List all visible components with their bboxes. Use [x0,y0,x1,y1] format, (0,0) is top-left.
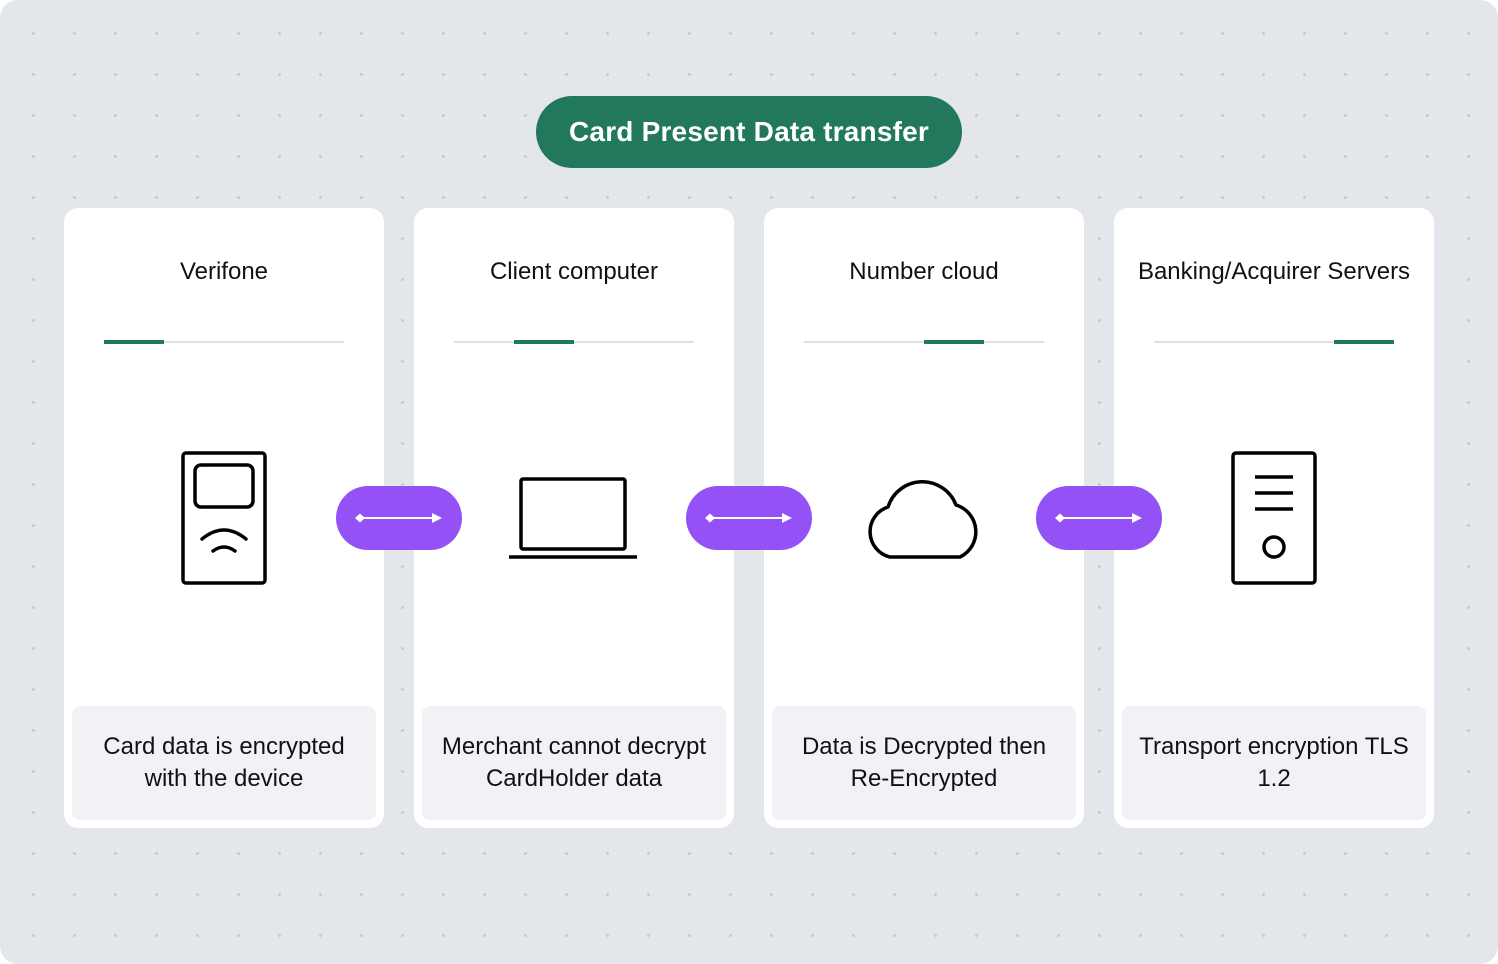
connector-cloud-to-servers [1036,486,1162,550]
cloud-icon [764,438,1084,598]
stage-card-client-computer: Client computer Merchant cannot decrypt … [414,208,734,828]
stage-card-number-cloud: Number cloud Data is Decrypted then Re-E… [764,208,1084,828]
connector-verifone-to-client [336,486,462,550]
diagram-title: Card Present Data transfer [536,96,962,168]
stage-title: Client computer [489,258,659,285]
stage-title: Number cloud [849,258,999,285]
stage-title: Banking/Acquirer Servers [1137,258,1411,285]
stage-divider-accent [1334,340,1394,344]
connector-client-to-cloud [686,486,812,550]
stage-description: Transport encryption TLS 1.2 [1122,706,1426,820]
stage-divider-accent [104,340,164,344]
arrow-right-icon [1055,513,1142,523]
stage-description: Merchant cannot decrypt CardHolder data [422,706,726,820]
stage-description: Card data is encrypted with the device [72,706,376,820]
arrow-right-icon [705,513,792,523]
stage-card-banking-servers: Banking/Acquirer Servers Transport encry… [1114,208,1434,828]
stage-divider [454,340,694,344]
stage-card-verifone: Verifone Card data is encrypted with the… [64,208,384,828]
stage-divider-accent [924,340,984,344]
stage-divider [1154,340,1394,344]
arrow-right-icon [355,513,442,523]
stage-divider [104,340,344,344]
stage-title: Verifone [179,258,269,285]
stage-divider [804,340,1044,344]
laptop-icon [414,438,734,598]
stage-divider-accent [514,340,574,344]
server-icon [1114,438,1434,598]
payment-terminal-icon [64,438,384,598]
stage-description: Data is Decrypted then Re-Encrypted [772,706,1076,820]
